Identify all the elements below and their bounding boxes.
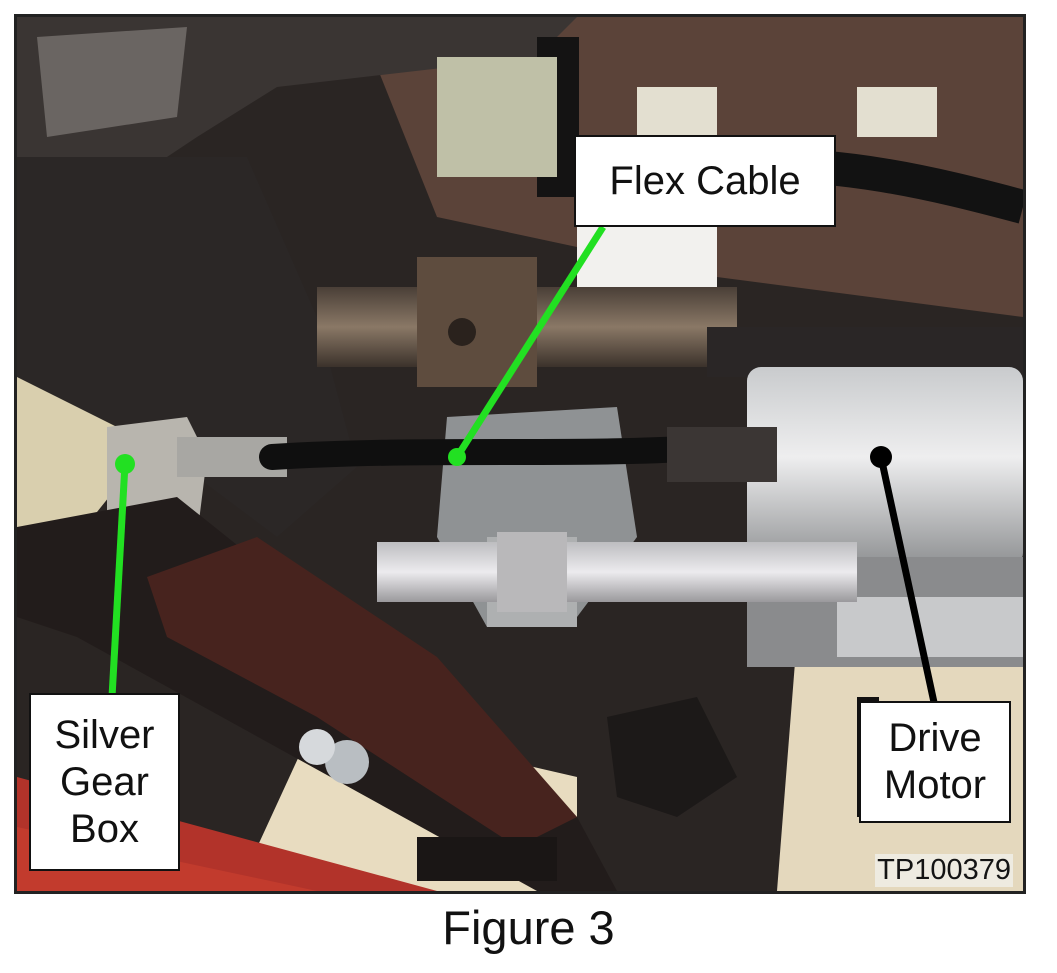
figure-caption: Figure 3 (442, 901, 615, 954)
silver-gear-box-label-line1: Silver (54, 712, 155, 757)
silver-gear-box-label-line3: Box (70, 806, 139, 851)
drive-motor-callout: Drive Motor (859, 701, 1011, 823)
component-photo (17, 17, 1023, 891)
silver-gear-box-label-line2: Gear (60, 759, 149, 804)
silver-gear-box-callout: Silver Gear Box (29, 693, 180, 871)
figure-frame: Flex Cable Silver Gear Box Drive Motor T… (14, 14, 1026, 894)
drive-motor-label-line1: Drive (888, 716, 982, 760)
figure-image-id: TP100379 (875, 854, 1013, 887)
flex-cable-label: Flex Cable (609, 158, 801, 203)
drive-motor-label-line2: Motor (883, 763, 987, 807)
flex-cable-callout: Flex Cable (574, 135, 836, 227)
